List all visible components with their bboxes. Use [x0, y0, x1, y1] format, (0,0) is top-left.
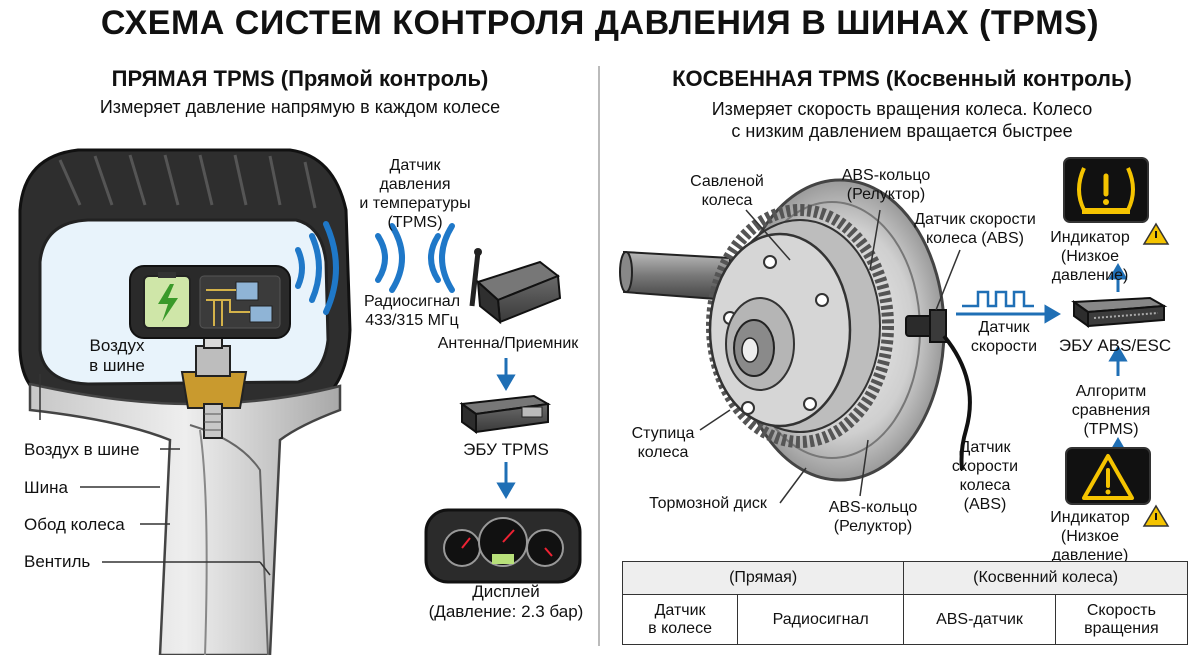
- antenna-receiver: [469, 248, 562, 325]
- callout-rim: Обод колеса: [24, 515, 125, 534]
- summary-header-direct: (Прямая): [621, 561, 905, 595]
- callout-tire: Шина: [24, 478, 68, 497]
- wheel-rim: [28, 382, 342, 655]
- display-label: Дисплей(Давление: 2.3 бар): [428, 582, 584, 621]
- flow-arrows-indirect: [956, 263, 1128, 454]
- warning-indicator-bottom: [1065, 447, 1151, 505]
- antenna-label: Антенна/Приемник: [437, 335, 579, 352]
- radio-signal-waves: [295, 221, 455, 315]
- abs-ring-label-top: ABS-кольцо(Релуктор): [841, 167, 931, 203]
- section-divider: [598, 66, 600, 646]
- valve-stem: [180, 329, 248, 439]
- abs-ring-label-bottom: ABS-кольцо(Релуктор): [828, 499, 918, 535]
- indicator-label-bottom: Индикатор(Низкое давление): [1050, 509, 1130, 564]
- brake-disc-label: Тормозной диск: [649, 495, 767, 512]
- warning-triangle-icon-small-bottom: [1142, 504, 1170, 527]
- warning-triangle-icon: [1082, 454, 1134, 500]
- summary-cell-abs: ABS-датчик: [903, 594, 1056, 645]
- direct-heading: ПРЯМАЯ TPMS (Прямой контроль): [111, 66, 489, 91]
- tire-tread: [58, 154, 317, 209]
- callout-lines-direct: [39, 374, 271, 576]
- flow-arrows-direct: [496, 358, 516, 499]
- abs-ring: [706, 204, 894, 448]
- tpms-ecu-label: ЭБУ TPMS: [463, 440, 549, 459]
- summary-cell-radio: Радиосигнал: [737, 594, 905, 645]
- callout-lines-indirect: [699, 209, 961, 504]
- summary-header-indirect: (Косвенний колеса): [903, 561, 1188, 595]
- indicator-label-top: Индикатор(Низкое давление): [1050, 229, 1130, 284]
- indirect-heading: КОСВЕННАЯ TPMS (Косвенный контроль): [672, 66, 1132, 91]
- tpms-ecu: [459, 394, 552, 434]
- callout-air: Воздух в шине: [24, 440, 140, 459]
- speed-signal-wave: [962, 290, 1034, 308]
- abs-speed-sensor: [905, 309, 972, 471]
- callout-valve: Вентиль: [24, 552, 91, 571]
- direct-subtitle: Измеряет давление напрямую в каждом коле…: [99, 97, 501, 117]
- warning-triangle-icon-small-top: [1142, 222, 1170, 245]
- dashboard-display: [424, 508, 582, 584]
- battery-bolt-icon: [158, 284, 178, 322]
- page-title: СХЕМА СИСТЕМ КОНТРОЛЯ ДАВЛЕНИЯ В ШИНАХ (…: [100, 4, 1100, 42]
- tpms-warning-indicator-top: [1063, 157, 1149, 223]
- abs-esc-ecu: [1071, 296, 1168, 328]
- abs-ecu-label: ЭБУ ABS/ESC: [1058, 336, 1172, 355]
- tpms-sensor-module: [129, 265, 291, 339]
- indirect-subtitle: Измеряет скорость вращения колеса. Колес…: [711, 99, 1093, 141]
- direct-tpms-illustration: [18, 148, 582, 655]
